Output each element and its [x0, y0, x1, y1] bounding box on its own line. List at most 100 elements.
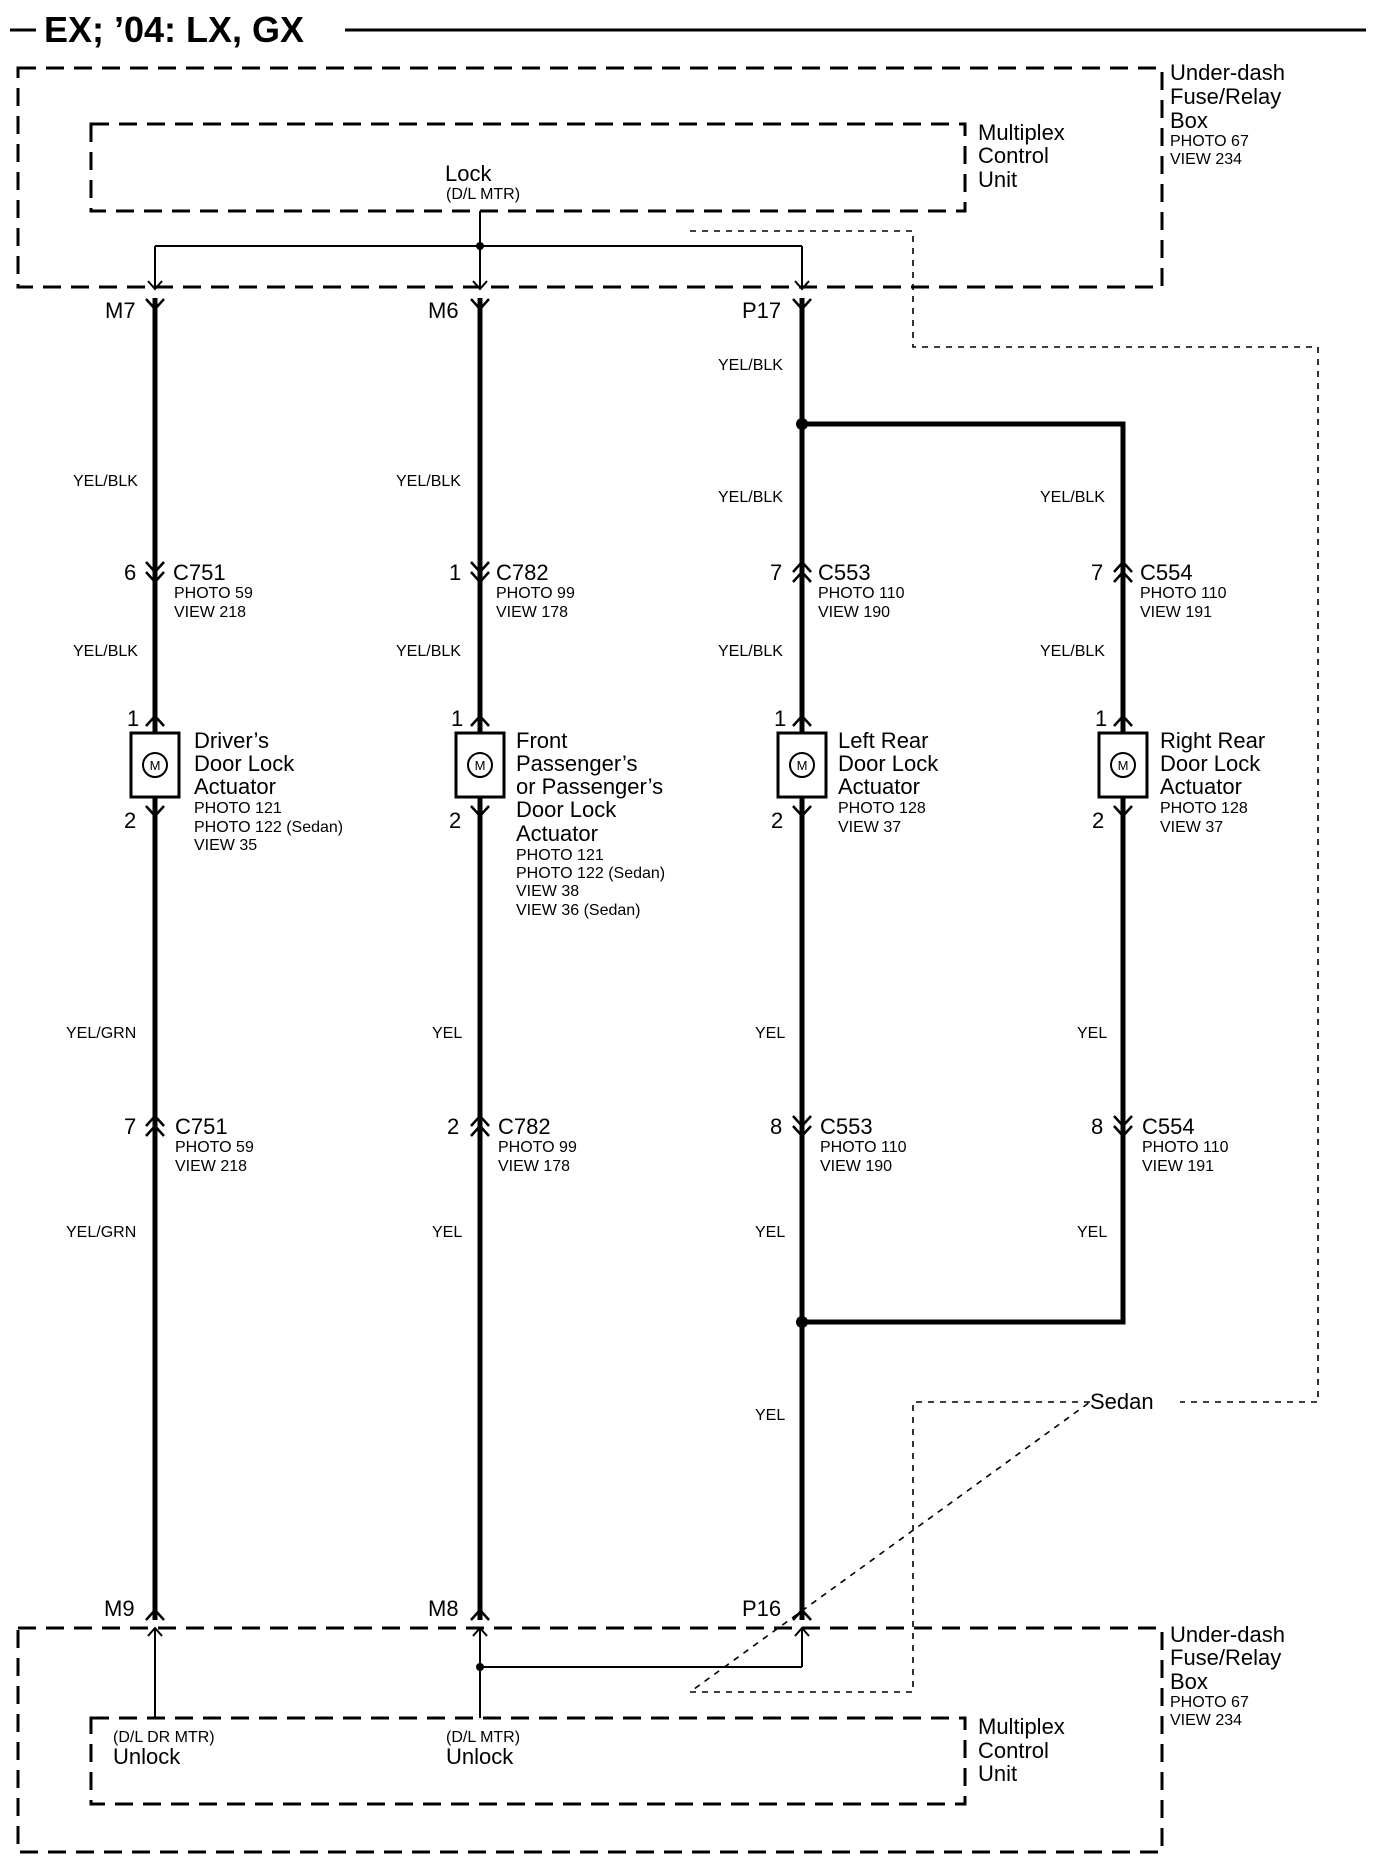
top-mcu-label: Multiplex Control Unit	[978, 120, 1065, 192]
svg-text:VIEW 178: VIEW 178	[498, 1158, 570, 1175]
svg-text:PHOTO 99: PHOTO 99	[498, 1139, 577, 1156]
unlock-others-sub: (D/L MTR)	[446, 1729, 520, 1746]
svg-text:YEL/GRN: YEL/GRN	[66, 1224, 136, 1241]
top-splice	[476, 242, 484, 250]
svg-text:M: M	[797, 758, 808, 773]
svg-text:M: M	[475, 758, 486, 773]
svg-text:Actuator: Actuator	[194, 774, 276, 799]
svg-text:PHOTO 110: PHOTO 110	[1142, 1139, 1229, 1156]
svg-text:VIEW 37: VIEW 37	[838, 819, 901, 836]
svg-text:PHOTO 110: PHOTO 110	[820, 1139, 907, 1156]
svg-text:1: 1	[451, 706, 463, 731]
unlock-driver-label: Unlock	[113, 1744, 181, 1769]
svg-text:PHOTO 122 (Sedan): PHOTO 122 (Sedan)	[516, 865, 665, 882]
svg-text:8: 8	[1091, 1114, 1103, 1139]
svg-text:Multiplex: Multiplex	[978, 120, 1065, 145]
svg-text:or Passenger’s: or Passenger’s	[516, 774, 663, 799]
svg-text:YEL: YEL	[755, 1224, 785, 1241]
svg-text:VIEW 218: VIEW 218	[174, 604, 246, 621]
svg-text:VIEW 234: VIEW 234	[1170, 151, 1242, 168]
svg-text:Unit: Unit	[978, 1761, 1017, 1786]
svg-text:YEL: YEL	[755, 1025, 785, 1042]
svg-text:Door Lock: Door Lock	[838, 751, 939, 776]
svg-text:Control: Control	[978, 1738, 1049, 1763]
splice-bottom-right	[796, 1316, 808, 1328]
svg-text:PHOTO 110: PHOTO 110	[818, 585, 905, 602]
svg-text:VIEW 36 (Sedan): VIEW 36 (Sedan)	[516, 902, 641, 919]
svg-text:PHOTO 121: PHOTO 121	[516, 847, 604, 864]
actuator-right-rear: M	[1097, 731, 1149, 799]
unlock-driver-sub: (D/L DR MTR)	[113, 1729, 215, 1746]
bottom-terminals	[145, 1608, 812, 1621]
svg-text:C782: C782	[496, 560, 549, 585]
pin-m6: M6	[428, 298, 459, 323]
unlock-others-label: Unlock	[446, 1744, 514, 1769]
svg-text:Box: Box	[1170, 108, 1208, 133]
svg-text:Actuator: Actuator	[516, 821, 598, 846]
actuator-drivers: M	[129, 731, 181, 799]
top-mcu-box	[89, 122, 967, 213]
svg-text:Door Lock: Door Lock	[1160, 751, 1261, 776]
top-box-label: Under-dash Fuse/Relay Box PHOTO 67 VIEW …	[1170, 60, 1285, 168]
svg-text:PHOTO 67: PHOTO 67	[1170, 133, 1249, 150]
svg-text:YEL/BLK: YEL/BLK	[718, 357, 783, 374]
svg-text:PHOTO 67: PHOTO 67	[1170, 1694, 1249, 1711]
svg-text:1: 1	[127, 706, 139, 731]
svg-text:Control: Control	[978, 143, 1049, 168]
heavy-wires	[152, 298, 1126, 1620]
svg-text:YEL/BLK: YEL/BLK	[718, 643, 783, 660]
top-fuse-relay-box	[16, 66, 1164, 289]
pin-m8: M8	[428, 1596, 459, 1621]
svg-text:YEL/BLK: YEL/BLK	[718, 489, 783, 506]
pin-m9: M9	[104, 1596, 135, 1621]
lock-output-sub: (D/L MTR)	[446, 186, 520, 203]
top-arrowheads	[147, 280, 810, 291]
svg-text:2: 2	[449, 808, 461, 833]
svg-text:Driver’s: Driver’s	[194, 728, 269, 753]
sedan-label: Sedan	[1090, 1389, 1154, 1414]
svg-text:Fuse/Relay: Fuse/Relay	[1170, 1645, 1281, 1670]
top-terminals	[145, 298, 812, 311]
svg-text:2: 2	[1092, 808, 1104, 833]
svg-text:Fuse/Relay: Fuse/Relay	[1170, 84, 1281, 109]
connector-symbols-row1	[145, 560, 1133, 584]
svg-text:VIEW 190: VIEW 190	[818, 604, 890, 621]
svg-text:7: 7	[1091, 560, 1103, 585]
svg-text:M: M	[150, 758, 161, 773]
svg-text:VIEW 38: VIEW 38	[516, 883, 579, 900]
svg-text:PHOTO 99: PHOTO 99	[496, 585, 575, 602]
bottom-arrowheads	[147, 1626, 810, 1637]
bottom-box-label: Under-dash Fuse/Relay Box PHOTO 67 VIEW …	[1170, 1622, 1285, 1729]
svg-text:Left Rear: Left Rear	[838, 728, 929, 753]
pin-p17: P17	[742, 298, 781, 323]
svg-text:C751: C751	[173, 560, 226, 585]
connector-labels-row1: 6 C751 PHOTO 59 VIEW 218 1 C782 PHOTO 99…	[124, 560, 1227, 621]
actuator-terminals	[145, 714, 1133, 818]
svg-text:YEL/BLK: YEL/BLK	[1040, 643, 1105, 660]
svg-text:C553: C553	[820, 1114, 873, 1139]
pin-p16: P16	[742, 1596, 781, 1621]
svg-text:YEL/GRN: YEL/GRN	[66, 1025, 136, 1042]
svg-text:VIEW 37: VIEW 37	[1160, 819, 1223, 836]
svg-text:PHOTO 128: PHOTO 128	[1160, 800, 1248, 817]
actuator-pin-numbers: 1 2 1 2 1 2 1 2	[124, 706, 1107, 833]
svg-text:YEL: YEL	[755, 1407, 785, 1424]
svg-text:YEL/BLK: YEL/BLK	[396, 643, 461, 660]
svg-text:YEL: YEL	[432, 1224, 462, 1241]
svg-text:Actuator: Actuator	[1160, 774, 1242, 799]
actuator-label-drivers: Driver’s Door Lock Actuator PHOTO 121 PH…	[194, 728, 343, 854]
actuator-label-front-passenger: Front Passenger’s or Passenger’s Door Lo…	[516, 728, 665, 919]
lock-output-label: Lock	[445, 161, 492, 186]
bottom-internal-wiring	[154, 1629, 803, 1718]
svg-text:Door Lock: Door Lock	[516, 797, 617, 822]
sedan-boundary	[687, 230, 1319, 1693]
actuator-left-rear: M	[776, 731, 828, 799]
svg-text:C554: C554	[1142, 1114, 1195, 1139]
svg-text:C553: C553	[818, 560, 871, 585]
svg-text:YEL: YEL	[1077, 1025, 1107, 1042]
page-title: EX; ’04: LX, GX	[44, 9, 304, 50]
svg-text:YEL: YEL	[1077, 1224, 1107, 1241]
svg-text:VIEW 218: VIEW 218	[175, 1158, 247, 1175]
svg-text:PHOTO 59: PHOTO 59	[174, 585, 253, 602]
svg-text:YEL: YEL	[432, 1025, 462, 1042]
